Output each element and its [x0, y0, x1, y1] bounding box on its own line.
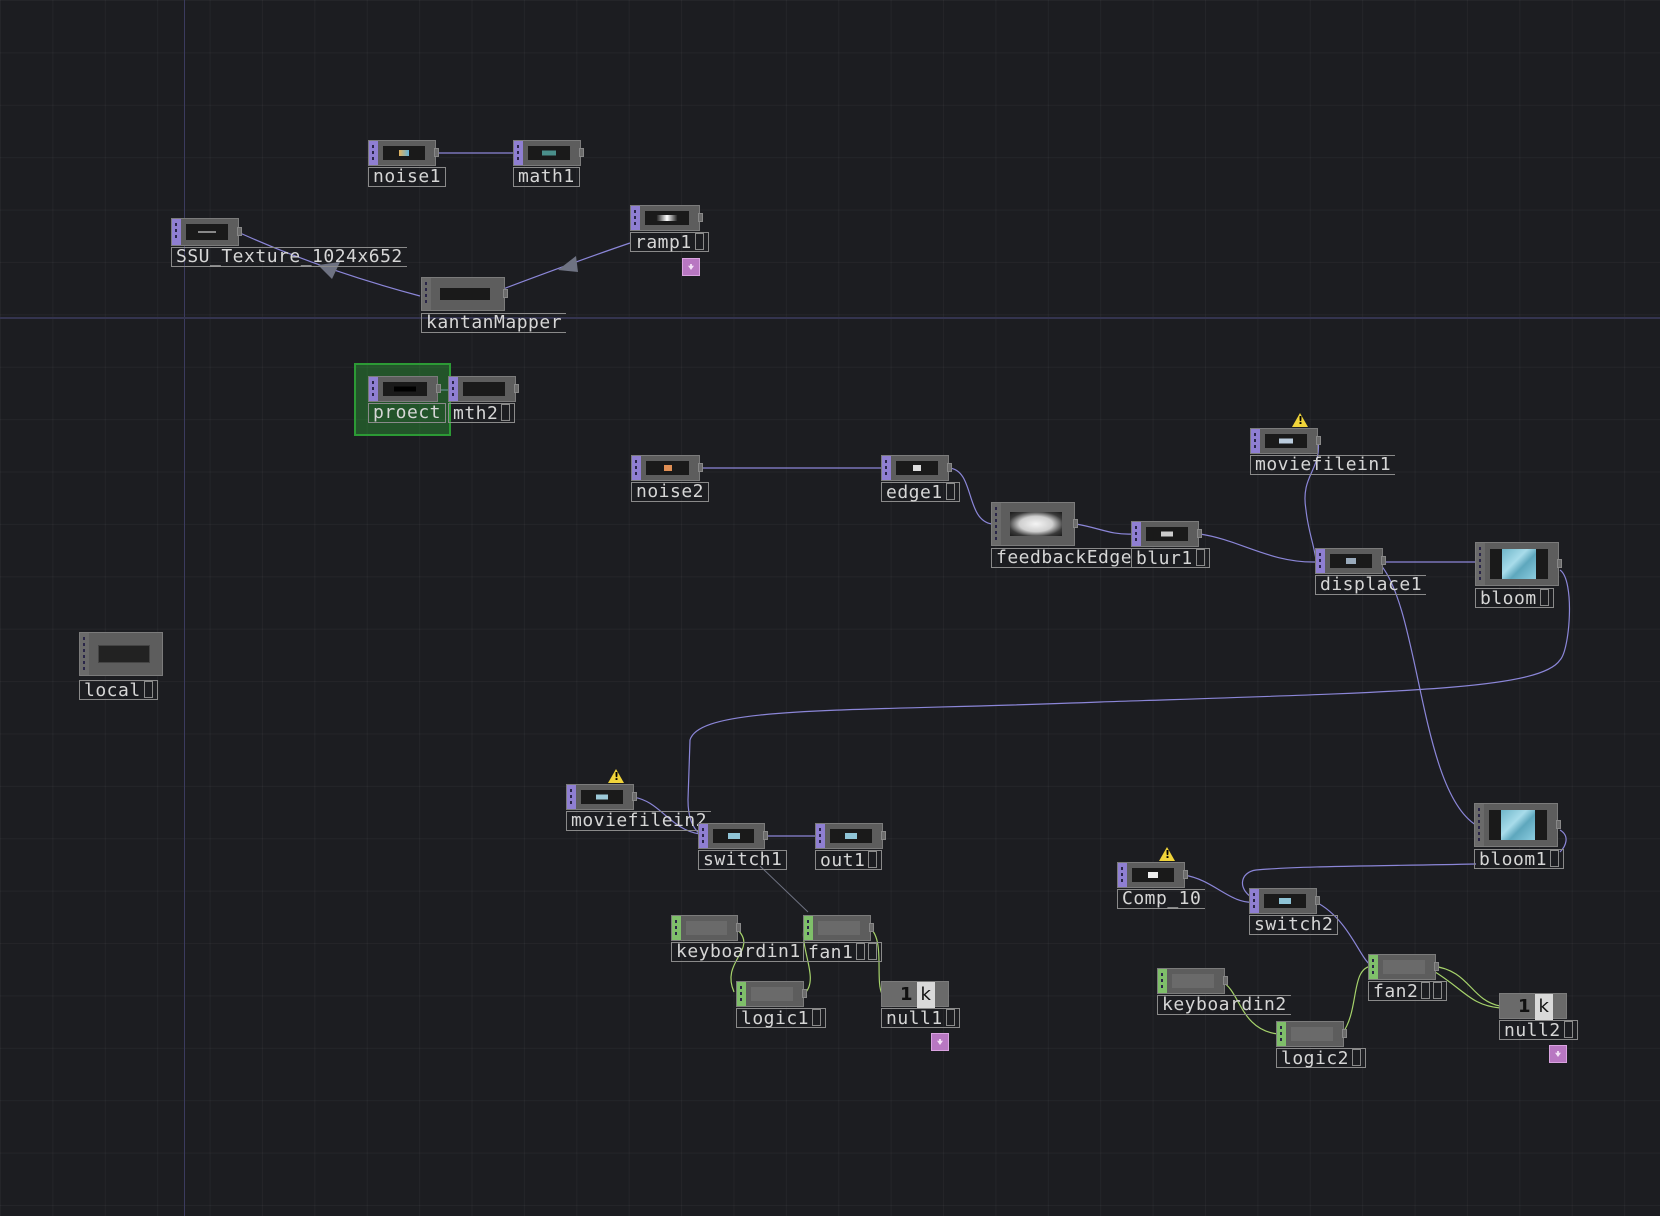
warning-icon[interactable]	[1159, 847, 1175, 861]
wire-fan1-null1	[869, 927, 883, 995]
display-flag-icon[interactable]	[682, 258, 700, 276]
wire-blur1-displace1	[1199, 533, 1317, 563]
node-label: Comp_10	[1117, 889, 1206, 909]
node-label: mth2	[448, 403, 516, 423]
wire-fan2-null2b	[1431, 969, 1501, 1009]
wire-displace1-bloom1	[1379, 563, 1477, 826]
node-label: moviefilein2	[566, 811, 712, 831]
wire-keyboard2-logic2	[1221, 981, 1279, 1035]
arrowhead-right	[558, 256, 578, 272]
wire-movie1-displace1	[1304, 439, 1320, 561]
node-label: switch1	[698, 850, 788, 870]
node-label: logic2	[1276, 1048, 1367, 1068]
node-label: keyboardin2	[1157, 995, 1291, 1015]
wire-edge1-feedback	[948, 467, 993, 525]
node-label: keyboardin1	[671, 942, 805, 962]
display-flag-icon[interactable]	[1549, 1045, 1567, 1063]
warning-icon[interactable]	[1292, 413, 1308, 427]
origin-axis-vertical	[184, 0, 185, 1216]
node-label: SSU_Texture_1024x652	[171, 247, 407, 267]
node-label: kantanMapper	[421, 313, 567, 333]
node-label: switch2	[1249, 915, 1339, 935]
node-label: feedbackEdge	[991, 548, 1137, 568]
node-label: noise1	[368, 167, 447, 187]
wire-bloom1-loop	[1559, 829, 1567, 853]
node-label: edge1	[881, 482, 960, 502]
node-label: fan1	[803, 942, 883, 962]
wire-bloom1-switch2	[1241, 863, 1477, 901]
wire-movie2-switch1	[631, 796, 701, 835]
node-label: logic1	[736, 1008, 827, 1028]
node-label: fan2	[1368, 981, 1448, 1001]
node-label: blur1	[1131, 548, 1210, 568]
node-label: bloom	[1475, 588, 1554, 608]
node-label: out1	[815, 850, 883, 870]
node-label: moviefilein1	[1250, 455, 1396, 475]
node-label: displace1	[1315, 575, 1427, 595]
wire-fan2-null2	[1431, 965, 1501, 1007]
warning-icon[interactable]	[608, 769, 624, 783]
node-label: null2	[1499, 1020, 1578, 1040]
origin-axis-horizontal	[0, 317, 1660, 319]
wire-feedback-blur1	[1075, 523, 1134, 535]
display-flag-icon[interactable]	[931, 1033, 949, 1051]
wire-keyboard1-logic1	[730, 927, 745, 993]
node-label: noise2	[631, 482, 710, 502]
wire-bloom-loop	[687, 569, 1571, 835]
wire-logic2-fan2	[1341, 965, 1373, 1035]
wire-comp10-switch2	[1183, 874, 1257, 903]
node-label: local	[79, 680, 158, 700]
node-label: math1	[513, 167, 580, 187]
wire-ramp1-kantan	[494, 242, 631, 293]
node-label: ramp1	[630, 232, 709, 252]
node-label: bloom1	[1474, 849, 1565, 869]
node-label: proect	[368, 403, 447, 423]
node-label: null1	[881, 1008, 960, 1028]
